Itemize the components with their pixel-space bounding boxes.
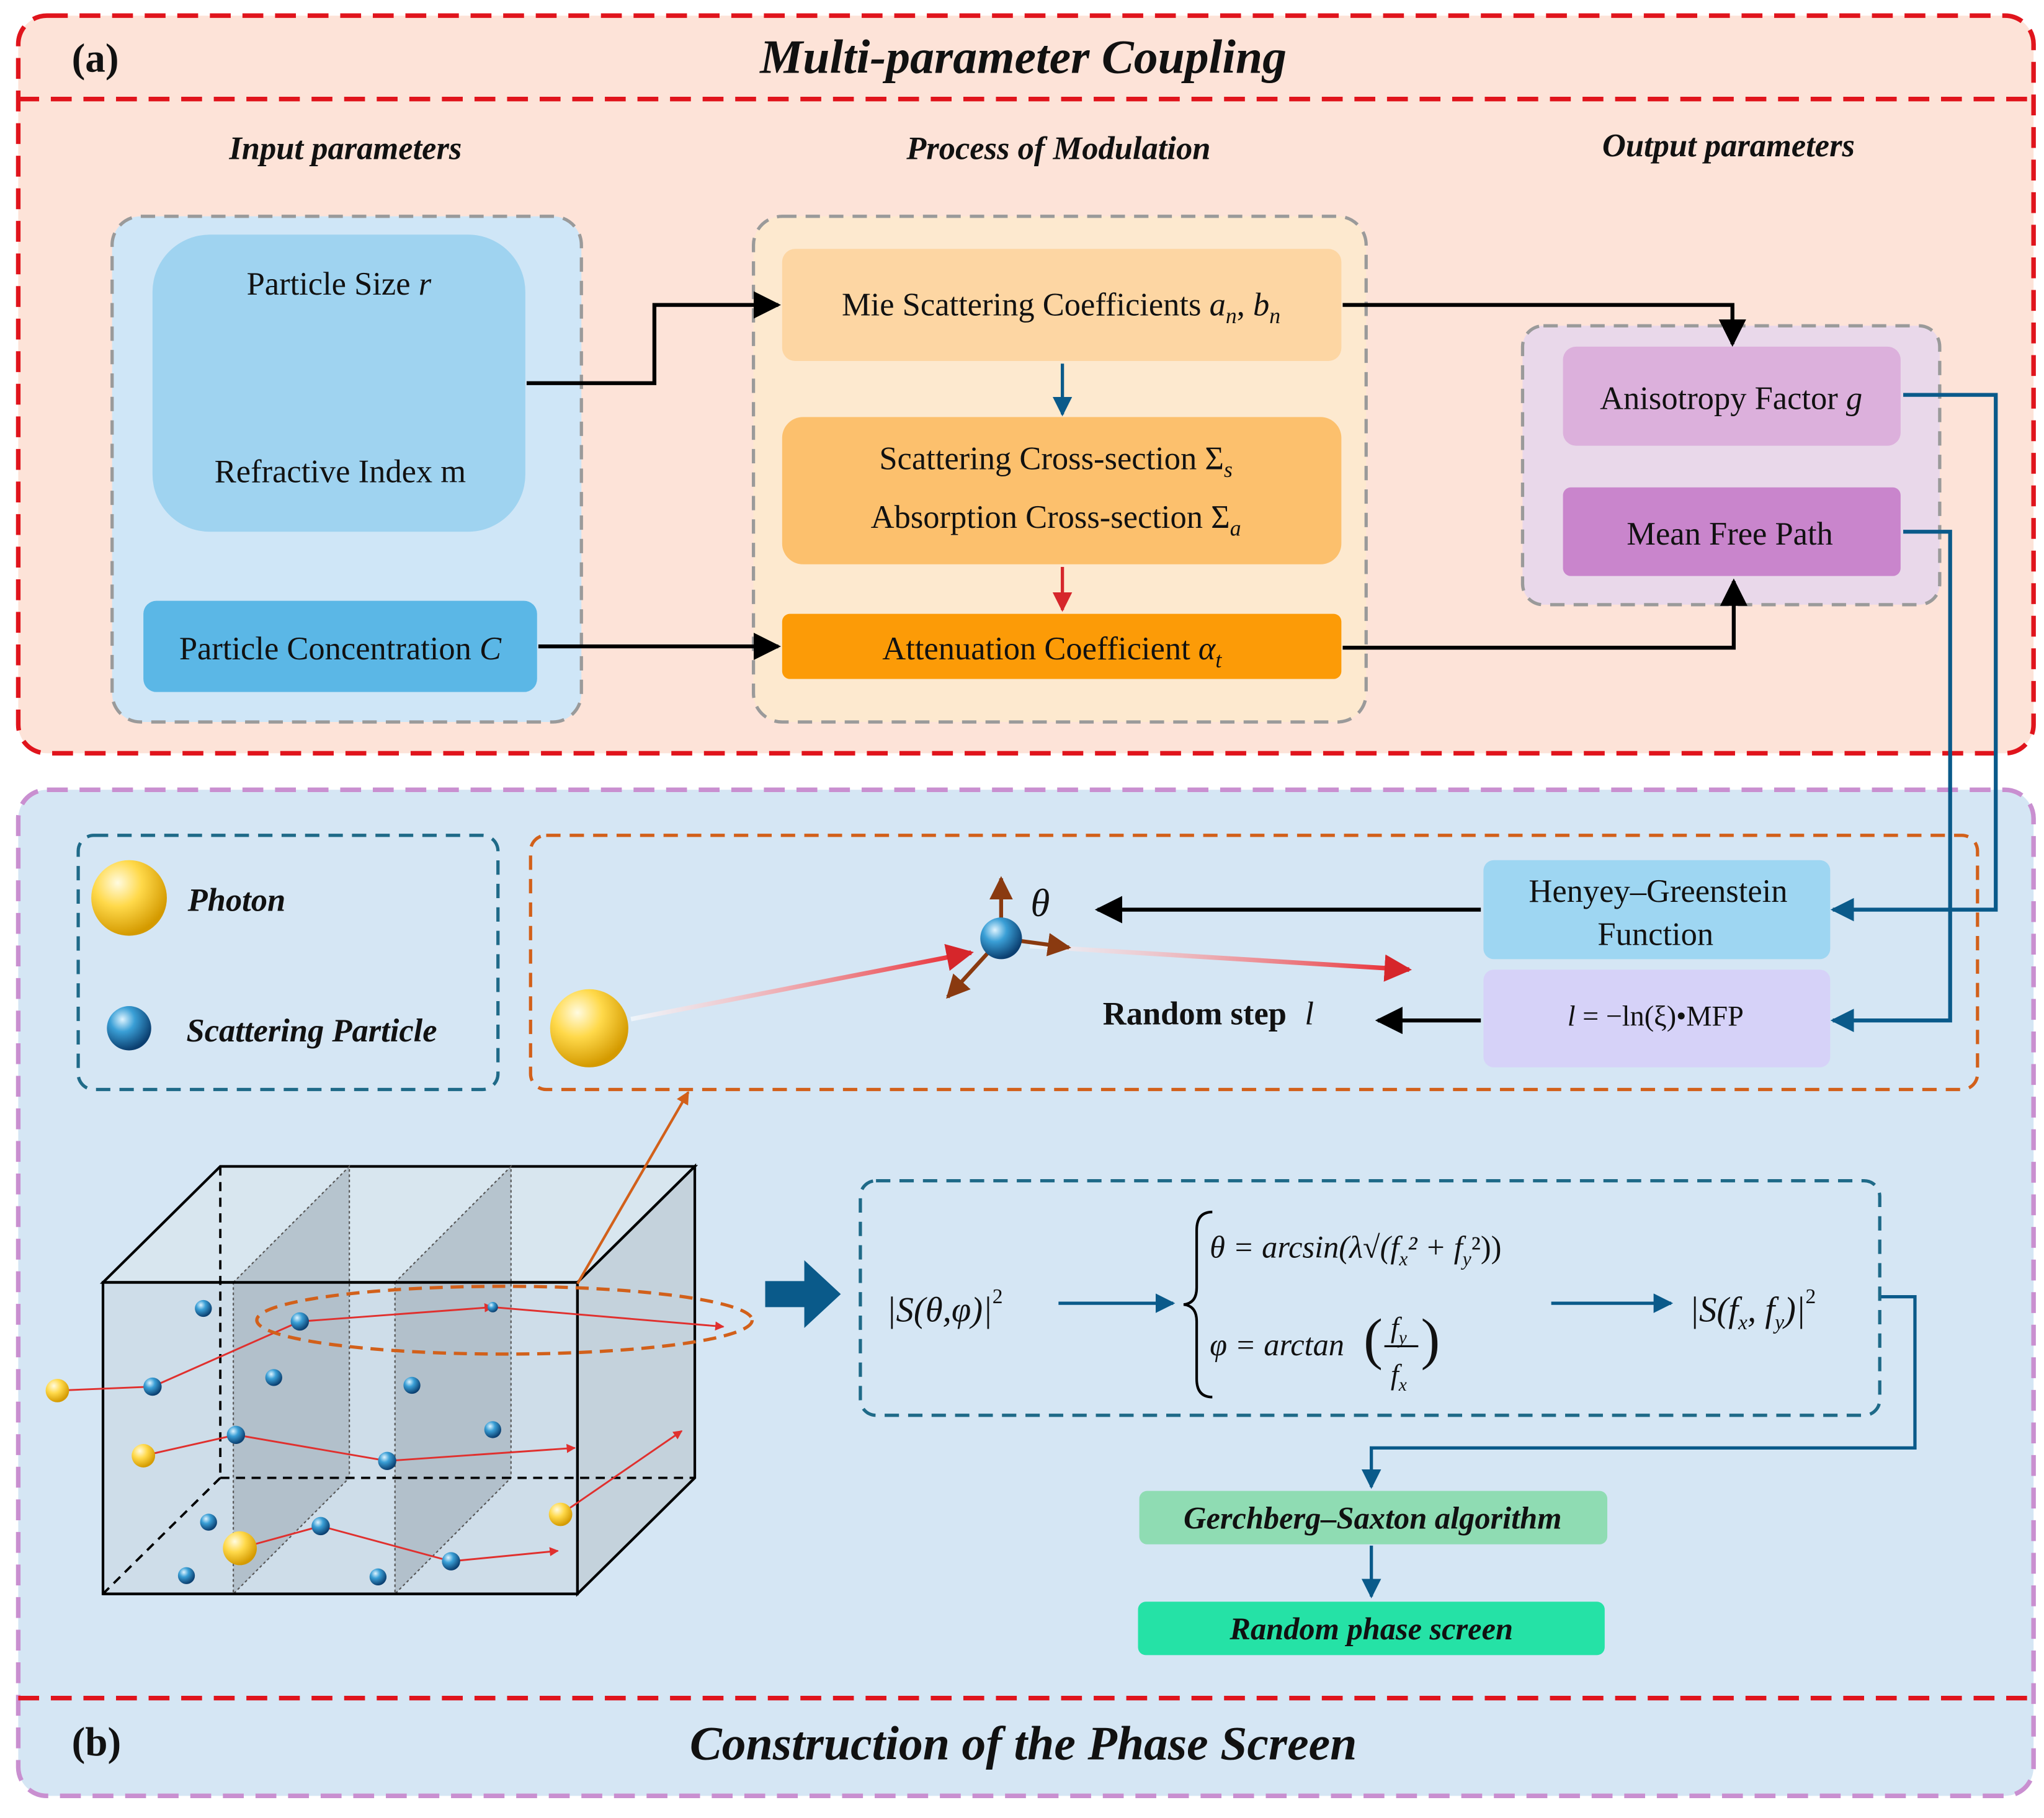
medium-particle — [311, 1517, 330, 1536]
mapping-brace — [1183, 1210, 1213, 1399]
zoom-leader-line — [576, 1090, 690, 1285]
path-1c — [300, 1303, 494, 1322]
zoom-ellipse — [255, 1285, 754, 1356]
arrow-anisotropy-to-hg — [1830, 393, 1998, 922]
path-3b — [320, 1525, 452, 1564]
path-2b — [236, 1433, 388, 1464]
medium-photon — [223, 1531, 257, 1566]
medium-particle — [177, 1567, 195, 1584]
gerchberg-saxton-label: Gerchberg–Saxton algorithm — [1184, 1501, 1561, 1536]
s-theta-phi-formula: |S(θ,φ)|2 — [886, 1285, 1003, 1329]
medium-particle — [200, 1513, 217, 1531]
medium-photons — [45, 1378, 573, 1566]
medium-particle — [442, 1552, 460, 1571]
scattering-cross-section-label: Scattering Cross-section Σs — [879, 440, 1233, 482]
phi-paren-left: ( — [1363, 1307, 1383, 1370]
particle-legend-icon — [107, 1006, 151, 1051]
path-4 — [560, 1430, 683, 1515]
path-2 — [143, 1432, 237, 1457]
medium-particle — [403, 1376, 421, 1394]
particle-size-index-box — [152, 234, 525, 532]
anisotropy-factor-box — [1563, 346, 1901, 446]
photon-paths — [57, 1303, 725, 1564]
gerchberg-saxton-box — [1139, 1490, 1608, 1544]
absorption-cross-section-label: Absorption Cross-section Σa — [871, 499, 1241, 541]
scattering-event-box — [529, 834, 1979, 1092]
panel-b-title: Construction of the Phase Screen — [690, 1716, 1357, 1770]
photon-legend-icon — [91, 860, 167, 936]
s-fx-fy-formula: |S(fx, fy)|2 — [1689, 1285, 1816, 1334]
medium-volume — [45, 1090, 754, 1597]
attenuation-coefficient-label: Attenuation Coefficient αt — [882, 631, 1222, 672]
arrow-inputs-to-mie — [526, 291, 781, 385]
scattered-beam — [1029, 943, 1413, 982]
random-step-formula: l = −ln(ξ)•MFP — [1568, 1000, 1744, 1032]
mean-free-path-box — [1563, 487, 1901, 576]
random-phase-screen-label: Random phase screen — [1229, 1611, 1513, 1646]
random-phase-screen-box — [1138, 1602, 1605, 1655]
output-parameters-heading: Output parameters — [1602, 128, 1855, 164]
medium-particle — [290, 1312, 310, 1331]
incident-photon — [550, 989, 628, 1067]
medium-slice-2 — [394, 1164, 512, 1596]
hg-label-line1: Henyey–Greenstein — [1529, 873, 1787, 909]
medium-particle — [369, 1568, 387, 1585]
mie-coefficients-box — [782, 249, 1342, 362]
arrow-attenuation-to-mfp — [1342, 578, 1747, 650]
panel-a: (a) Multi-parameter Coupling Input param… — [16, 13, 2036, 756]
mean-free-path-label: Mean Free Path — [1627, 516, 1833, 552]
attenuation-coefficient-box — [782, 613, 1342, 679]
medium-particle — [226, 1425, 246, 1445]
path-1 — [57, 1382, 154, 1392]
transform-formula-box — [859, 1179, 1881, 1417]
particle-concentration-box — [143, 600, 537, 692]
phi-paren-right: ) — [1421, 1307, 1440, 1370]
panel-b-label: (b) — [72, 1720, 122, 1765]
arrow-mie-to-anisotropy — [1342, 303, 1746, 347]
cross-section-box — [782, 417, 1342, 564]
hg-label-line2: Function — [1597, 916, 1713, 952]
medium-particle — [265, 1369, 282, 1386]
path-3c — [450, 1547, 559, 1562]
arrow-sf-to-gs — [1361, 1294, 1917, 1489]
medium-particle — [195, 1299, 212, 1317]
legend-box — [76, 834, 500, 1092]
refractive-index-label: Refractive Index m — [215, 453, 466, 489]
medium-hidden-edge-d — [102, 1477, 221, 1595]
medium-particle — [484, 1421, 501, 1438]
medium-particle — [143, 1377, 162, 1396]
mie-coefficients-label: Mie Scattering Coefficients an, bn — [842, 287, 1280, 328]
anisotropy-factor-label: Anisotropy Factor g — [1600, 381, 1862, 417]
henyey-greenstein-box — [1483, 860, 1831, 960]
incident-beam — [630, 943, 974, 1022]
medium-photon — [45, 1378, 69, 1402]
medium-particles — [143, 1299, 501, 1585]
random-step-formula-box — [1483, 969, 1831, 1067]
arrow-mfp-to-formula — [1830, 530, 1952, 1033]
input-parameters-heading: Input parameters — [228, 130, 462, 166]
panel-a-label: (a) — [72, 37, 119, 81]
legend-particle-label: Scattering Particle — [187, 1013, 437, 1049]
theta-arcsin-equation: θ = arcsin(λ√(fx² + fy²)) — [1210, 1230, 1501, 1270]
phi-arctan-equation: φ = arctan — [1210, 1327, 1344, 1362]
panel-b: (b) Construction of the Phase Screen Pho… — [16, 393, 2036, 1798]
medium-photon — [132, 1444, 156, 1468]
path-2c — [387, 1443, 576, 1462]
medium-photon — [548, 1502, 573, 1526]
particle-size-label: Particle Size r — [247, 266, 432, 302]
panel-a-title: Multi-parameter Coupling — [759, 30, 1287, 84]
path-1d — [493, 1306, 725, 1331]
process-heading: Process of Modulation — [906, 130, 1210, 166]
medium-particle — [487, 1301, 498, 1312]
big-arrow-right — [765, 1260, 841, 1329]
particle-concentration-label: Particle Concentration C — [179, 631, 502, 667]
theta-symbol: θ — [1030, 881, 1050, 925]
scattering-particle-center — [980, 917, 1022, 960]
legend-photon-label: Photon — [187, 883, 286, 919]
medium-particle — [378, 1451, 396, 1471]
